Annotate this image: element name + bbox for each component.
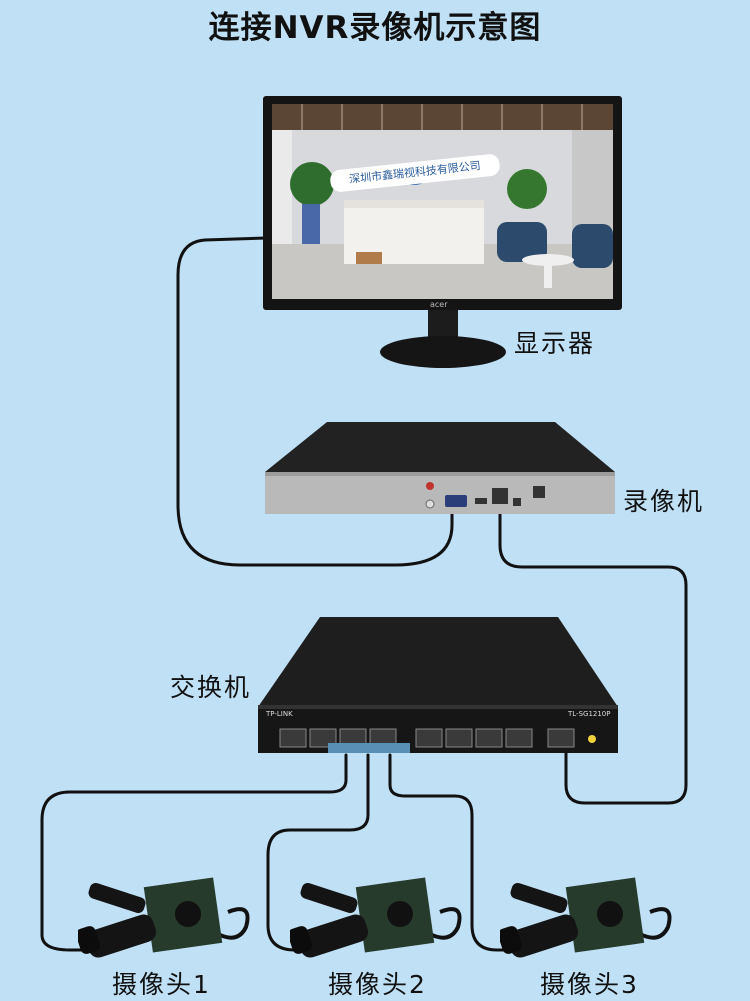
switch-port — [547, 728, 575, 748]
switch-led — [588, 735, 596, 743]
monitor-stand-base — [380, 336, 506, 368]
hdmi-port — [475, 498, 487, 504]
label-monitor: 显示器 — [514, 329, 596, 358]
label-nvr: 录像机 — [623, 487, 705, 516]
label-camera-2: 摄像头2 — [328, 970, 427, 999]
switch-port — [475, 728, 503, 748]
network-switch — [258, 617, 618, 753]
camera-2 — [290, 877, 462, 958]
switch-port — [309, 728, 337, 748]
vga-port — [445, 495, 467, 507]
cable-switch-camera3 — [388, 753, 507, 952]
label-camera-3: 摄像头3 — [540, 970, 639, 999]
cable-monitor-nvr — [176, 236, 454, 567]
cable-switch-camera2 — [266, 753, 370, 952]
monitor-brand: acer — [430, 300, 448, 309]
lan-port — [492, 488, 508, 504]
label-camera-1: 摄像头1 — [112, 970, 211, 999]
audio-port — [426, 482, 434, 490]
switch-port — [415, 728, 443, 748]
power-switch — [533, 486, 545, 498]
switch-model: TL-SG1210P — [568, 710, 611, 718]
label-switch: 交换机 — [170, 673, 252, 702]
diagram-title: 连接NVR录像机示意图 — [208, 10, 542, 46]
cable-switch-camera1 — [40, 753, 348, 952]
switch-port — [505, 728, 533, 748]
audio-port — [425, 499, 435, 509]
cable-nvr-switch — [498, 498, 688, 805]
switch-brand: TP-LINK — [266, 710, 293, 718]
switch-port — [445, 728, 473, 748]
monitor-screen — [272, 104, 613, 299]
camera-1 — [78, 877, 250, 958]
camera-3 — [500, 877, 672, 958]
switch-port — [279, 728, 307, 748]
nvr-recorder — [265, 422, 615, 514]
